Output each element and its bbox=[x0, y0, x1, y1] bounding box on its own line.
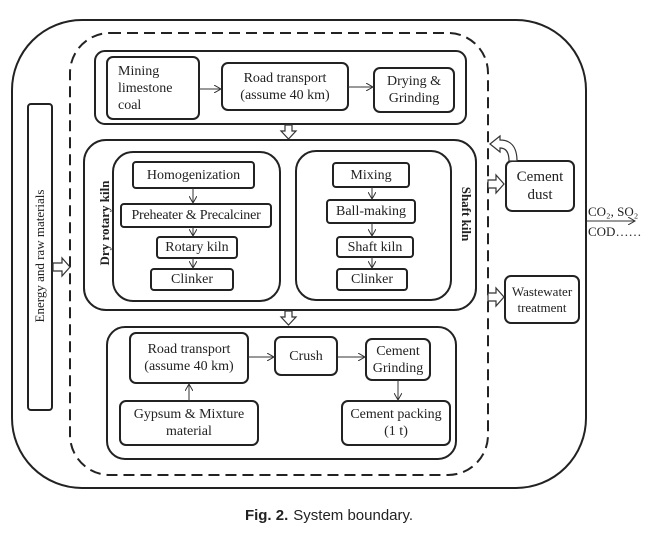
gypsum-label: Gypsum & Mixture material bbox=[133, 407, 245, 439]
preheater-box bbox=[120, 203, 272, 228]
shaft-kiln-title: Shaft kiln bbox=[459, 186, 474, 242]
rotary-kiln-box bbox=[156, 236, 238, 259]
clinker-label-1: Clinker bbox=[171, 272, 213, 287]
hollow-arrow-down-1 bbox=[279, 124, 298, 140]
crush-box bbox=[274, 336, 338, 376]
mixing-box bbox=[332, 162, 410, 188]
cement-dust-box bbox=[505, 160, 575, 212]
drying-grinding-box bbox=[373, 67, 455, 113]
cement-dust-label: Cement dust bbox=[516, 169, 564, 203]
dashed-system-boundary bbox=[69, 32, 489, 476]
hollow-arrow-down-2 bbox=[279, 310, 298, 326]
road-transport-label-2: Road transport (assume 40 km) bbox=[144, 342, 234, 374]
mining-label: Mining limestone coal bbox=[118, 63, 173, 113]
dry-kiln-title: Dry rotary kiln bbox=[97, 180, 112, 266]
cement-packing-label: Cement packing (1 t) bbox=[350, 407, 442, 439]
preheater-label: Preheater & Precalciner bbox=[131, 208, 261, 223]
outer-boundary bbox=[11, 19, 587, 489]
road-transport-label-1: Road transport (assume 40 km) bbox=[240, 70, 330, 103]
kiln-group bbox=[83, 139, 477, 311]
shaft-kiln-label: Shaft kiln bbox=[347, 239, 403, 255]
drying-grinding-label: Drying & Grinding bbox=[386, 74, 442, 106]
ball-making-label: Ball-making bbox=[336, 204, 406, 219]
mixing-label: Mixing bbox=[350, 167, 392, 183]
caption-text: System boundary. bbox=[293, 507, 414, 524]
cement-packing-box bbox=[341, 400, 451, 446]
energy-raw-box bbox=[27, 103, 53, 411]
wastewater-label: Wastewater treatment bbox=[511, 283, 573, 315]
homogenization-label: Homogenization bbox=[146, 167, 241, 183]
dust-recycle-arrow bbox=[489, 134, 518, 162]
ball-making-box bbox=[326, 199, 416, 224]
rotary-kiln-label: Rotary kiln bbox=[165, 240, 229, 255]
emissions-line2: COD…… bbox=[588, 224, 642, 239]
mining-group bbox=[94, 50, 467, 125]
energy-raw-label: Energy and raw materials bbox=[32, 189, 47, 323]
dry-kiln-group bbox=[112, 151, 281, 302]
hollow-arrow-energy-in bbox=[52, 256, 71, 278]
figure-caption: Fig. 2.System boundary. bbox=[0, 507, 658, 524]
cement-group bbox=[106, 326, 457, 460]
emissions-line1: CO₂, SO₂ bbox=[588, 204, 639, 219]
hollow-arrow-dust-out bbox=[487, 173, 505, 195]
wastewater-box bbox=[504, 275, 580, 324]
clinker-box-2 bbox=[336, 268, 408, 291]
mining-box bbox=[106, 56, 200, 120]
shaft-kiln-box bbox=[336, 236, 414, 258]
cement-grinding-label: Cement Grinding bbox=[372, 343, 424, 376]
crush-label: Crush bbox=[289, 348, 323, 364]
shaft-kiln-group bbox=[295, 150, 452, 301]
clinker-box-1 bbox=[150, 268, 234, 291]
hollow-arrow-wastewater-out bbox=[487, 286, 505, 308]
caption-label: Fig. 2. bbox=[244, 507, 289, 524]
clinker-label-2: Clinker bbox=[351, 272, 393, 287]
